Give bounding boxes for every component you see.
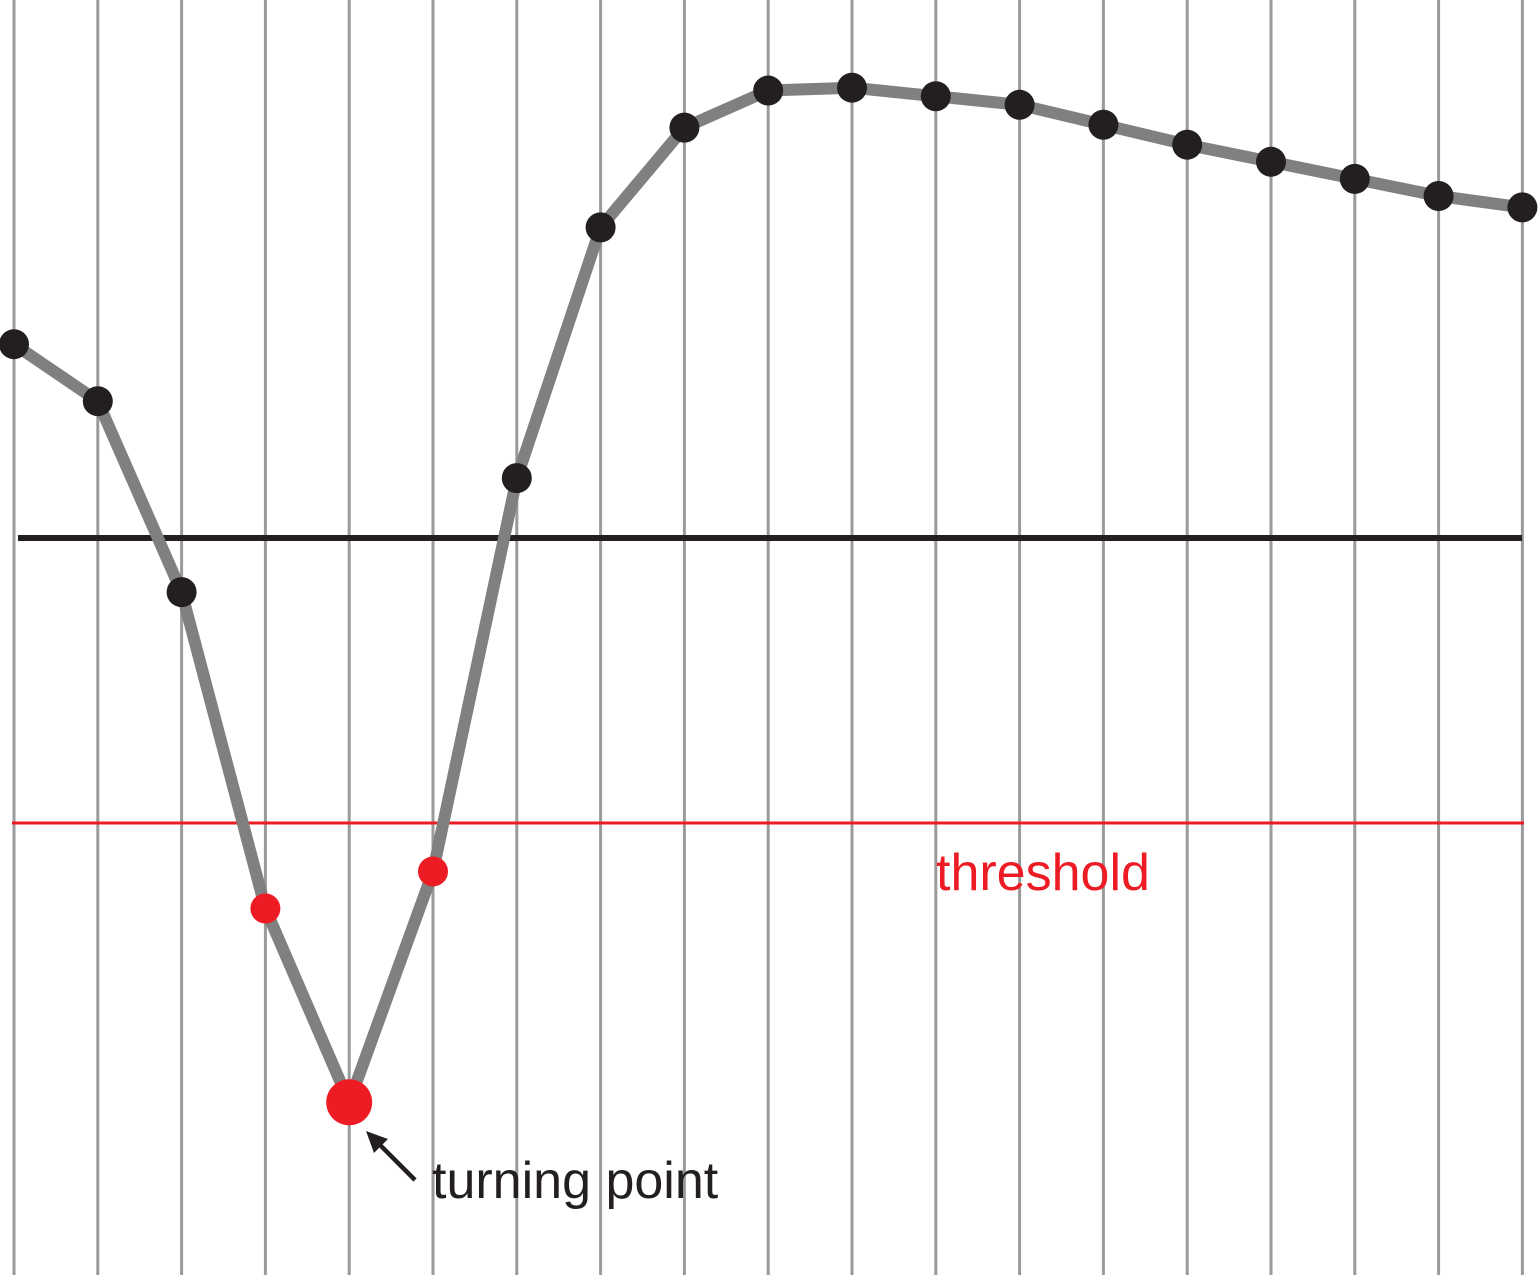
- arrow-shaft: [374, 1139, 417, 1182]
- data-point: [920, 81, 951, 112]
- threshold-label: threshold: [936, 844, 1150, 902]
- data-point: [585, 212, 616, 243]
- data-point: [1172, 129, 1203, 160]
- data-points: [0, 72, 1538, 1126]
- data-point: [501, 463, 532, 494]
- data-point: [1507, 192, 1538, 223]
- data-point: [753, 75, 784, 106]
- data-point: [1339, 163, 1370, 194]
- data-point: [1423, 181, 1454, 211]
- below-threshold-point: [250, 893, 281, 924]
- data-point: [0, 329, 29, 360]
- turning-point-arrow: [366, 1131, 417, 1182]
- data-point: [1004, 89, 1035, 120]
- vertical-grid: [12, 0, 1524, 1275]
- below-threshold-point: [418, 856, 448, 887]
- arrow-head: [366, 1131, 388, 1153]
- data-point: [1088, 109, 1119, 140]
- data-point: [1256, 146, 1286, 177]
- data-point: [166, 577, 197, 608]
- data-point: [837, 72, 867, 103]
- data-point: [82, 386, 113, 417]
- turning-point-label: turning point: [432, 1152, 719, 1210]
- turning-point-marker: [326, 1079, 373, 1126]
- data-point: [669, 112, 700, 143]
